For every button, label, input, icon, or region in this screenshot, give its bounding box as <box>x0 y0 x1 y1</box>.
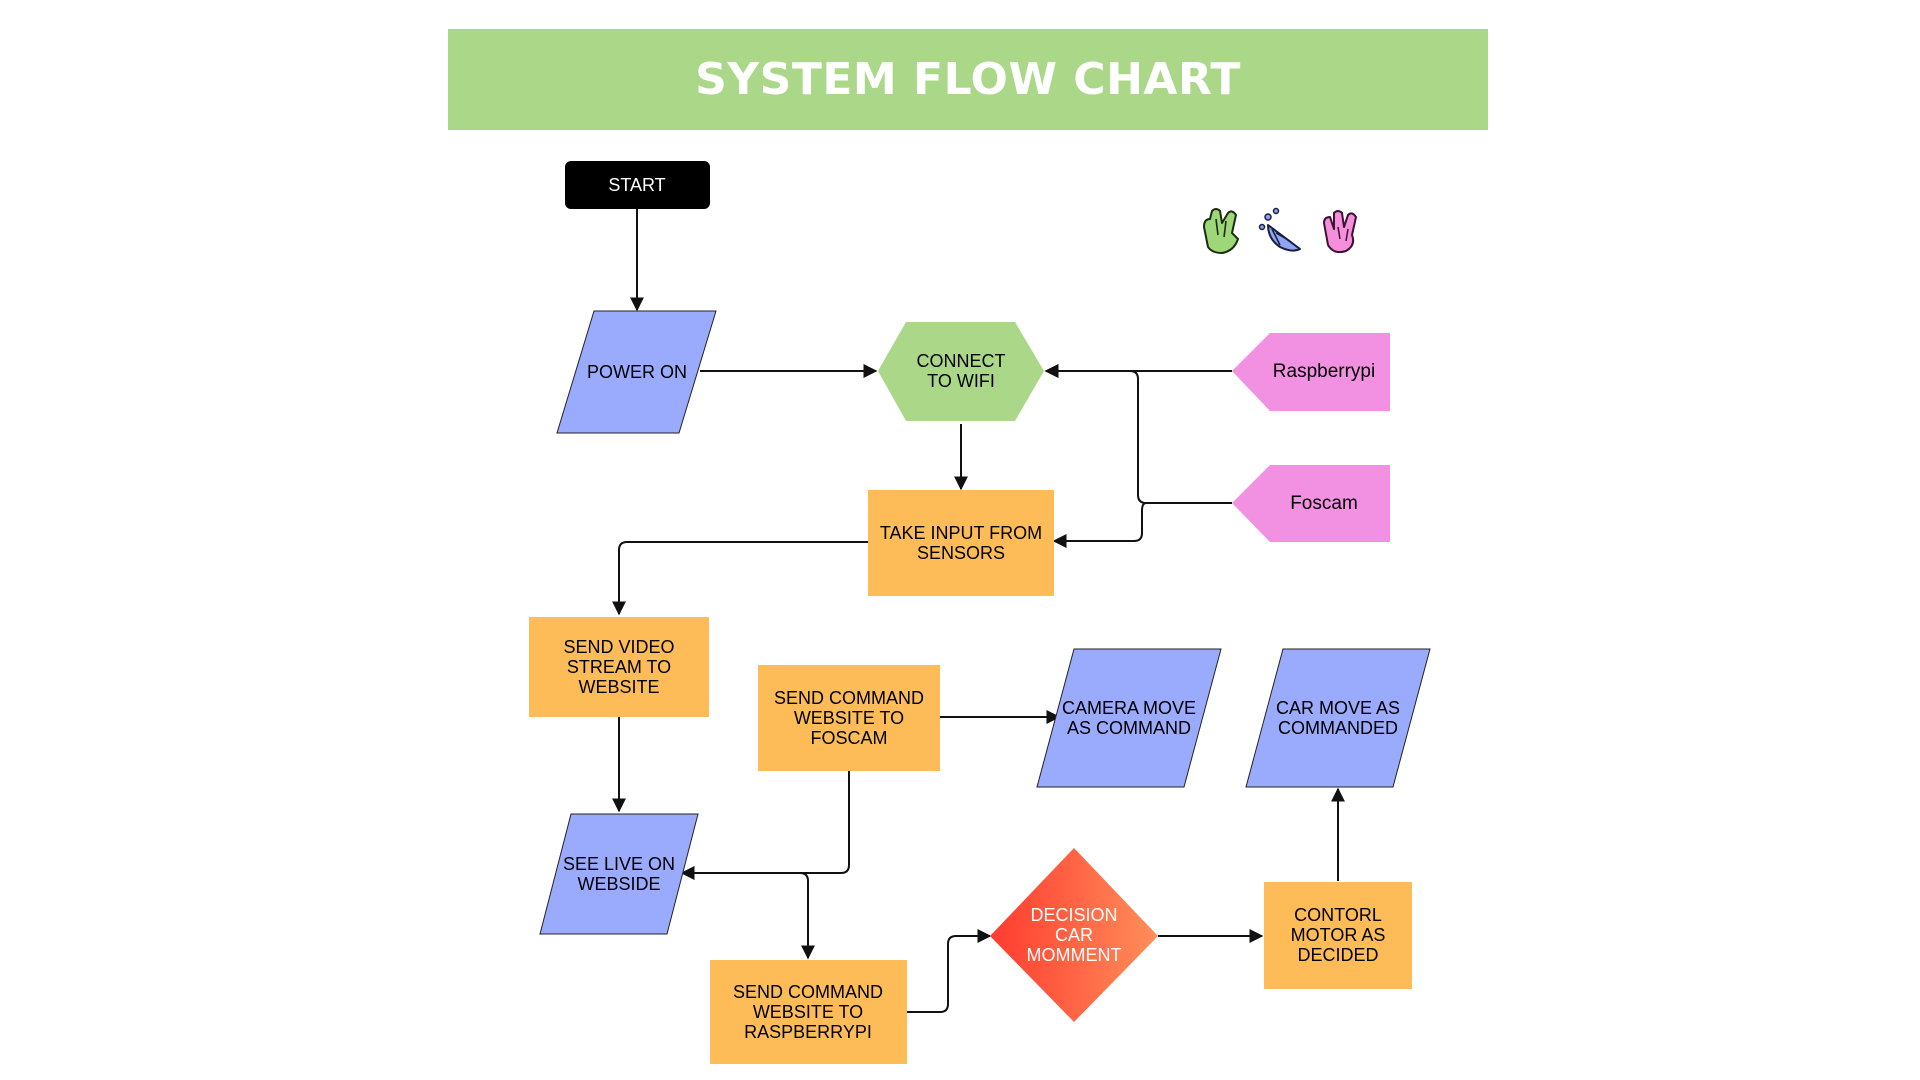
raspberrypi-label: Raspberrypi <box>1273 361 1375 382</box>
raspberrypi-source-shape <box>1232 333 1390 411</box>
see-live-io-shape <box>539 813 699 935</box>
node-label-line: WEBSIDE <box>577 874 660 894</box>
send-cmd-rpi-process-shape <box>710 960 907 1064</box>
node-label-line: CONNECT <box>917 351 1006 371</box>
decision-diamond-shape <box>990 848 1158 1022</box>
node-label-line: COMMANDED <box>1278 718 1398 738</box>
connector-foscam-to-wifi <box>1044 364 1232 504</box>
camera-move-io-shape <box>1036 648 1222 788</box>
sticker-high-five-hands-icon <box>1203 208 1239 254</box>
send-cmd-foscam-process-shape <box>758 665 940 771</box>
node-label-line: MOTOR AS <box>1291 925 1386 945</box>
power-on-io-shape <box>556 310 717 434</box>
node-power-on: POWER ON <box>556 310 717 434</box>
node-label-line: DECISION <box>1030 905 1117 925</box>
node-label-line: AS COMMAND <box>1067 718 1191 738</box>
connector-rpi-cmd-to-decision <box>907 929 992 1013</box>
node-label-line: MOMMENT <box>1027 945 1122 965</box>
start-label: START <box>608 175 665 195</box>
node-label-line: START <box>608 175 665 195</box>
take-input-process-shape <box>868 490 1054 596</box>
node-label-line: CAR MOVE AS <box>1276 698 1400 718</box>
start-terminal-shape <box>565 161 710 209</box>
page-title: SYSTEM FLOW CHART <box>695 54 1241 105</box>
node-label-line: Raspberrypi <box>1273 361 1375 382</box>
node-label-line: TO WIFI <box>927 371 995 391</box>
node-label-line: POWER ON <box>587 362 687 382</box>
control-motor-process-shape <box>1264 882 1412 989</box>
node-label-line: TAKE INPUT FROM <box>880 523 1042 543</box>
node-label-line: CONTORL <box>1294 905 1382 925</box>
node-label-line: STREAM TO <box>567 657 671 677</box>
node-label-line: SEND COMMAND <box>733 982 883 1002</box>
title-banner: SYSTEM FLOW CHART <box>448 29 1488 130</box>
node-label-line: CAR <box>1055 925 1093 945</box>
node-label-line: WEBSITE TO <box>753 1002 863 1022</box>
connect-wifi-hexagon-shape <box>878 322 1044 421</box>
sticker-waving-hand-icon <box>1323 210 1357 254</box>
connector-foscam-to-input <box>1052 502 1147 548</box>
connector-live-to-rpi-cmd <box>799 872 815 960</box>
node-label-line: DECIDED <box>1297 945 1378 965</box>
node-label-line: FOSCAM <box>810 728 887 748</box>
power-on-label: POWER ON <box>587 362 687 382</box>
node-label-line: SENSORS <box>917 543 1005 563</box>
foscam-label: Foscam <box>1290 493 1358 514</box>
connectors <box>612 209 1345 1013</box>
node-label-line: WEBSITE TO <box>794 708 904 728</box>
connector-input-to-video <box>612 541 868 616</box>
node-label-line: SEND VIDEO <box>563 637 674 657</box>
connector-foscam-cmd-to-live <box>680 771 850 880</box>
car-move-io-shape <box>1245 648 1431 788</box>
send-video-process-shape <box>529 617 709 717</box>
sticker-party-popper-icon <box>1258 207 1301 252</box>
foscam-source-shape <box>1232 465 1390 542</box>
node-label-line: CAMERA MOVE <box>1062 698 1196 718</box>
node-start: START <box>565 161 710 209</box>
node-label-line: Foscam <box>1290 493 1358 514</box>
node-label-line: SEE LIVE ON <box>563 854 675 874</box>
node-label-line: WEBSITE <box>578 677 659 697</box>
node-label-line: SEND COMMAND <box>774 688 924 708</box>
node-raspberrypi: Raspberrypi <box>1232 333 1390 411</box>
node-label-line: RASPBERRYPI <box>744 1022 872 1042</box>
node-foscam: Foscam <box>1232 465 1390 542</box>
